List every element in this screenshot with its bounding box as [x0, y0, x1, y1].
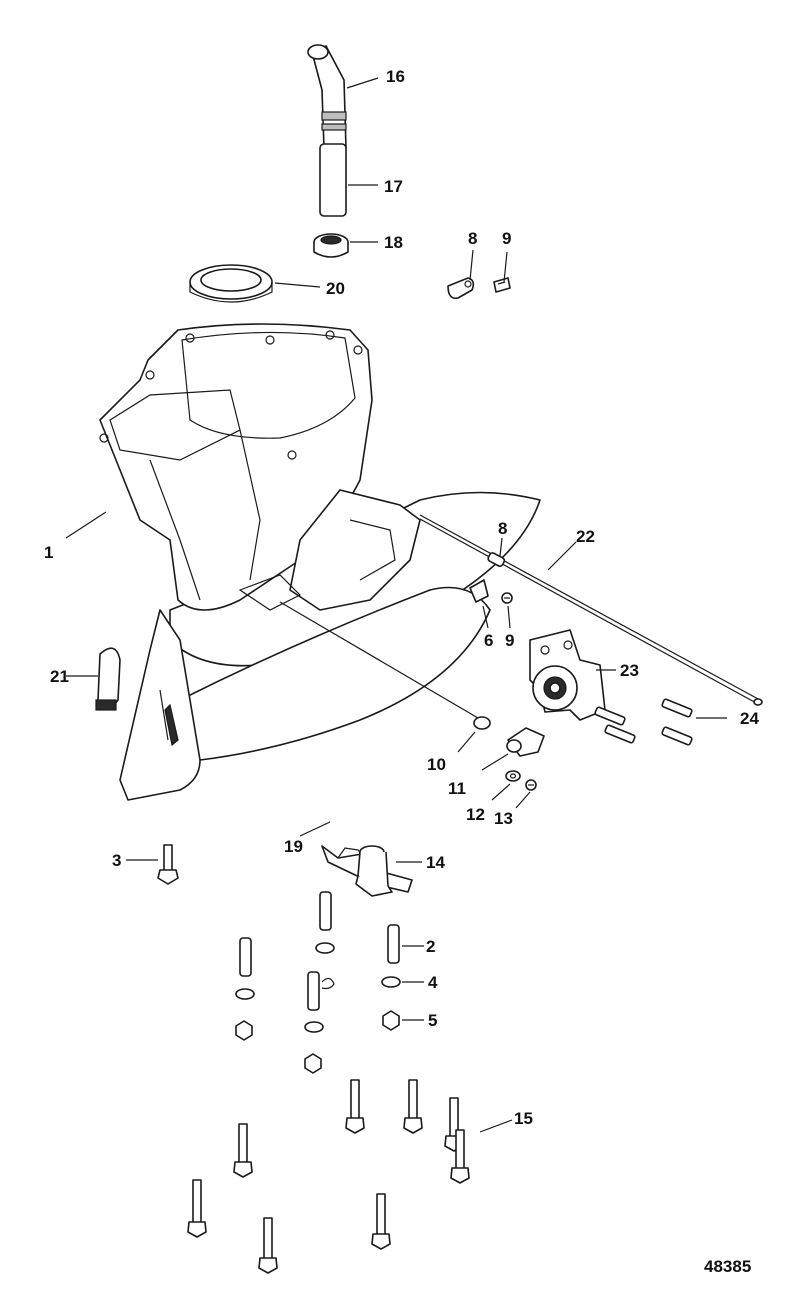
callout-23: 23 [620, 661, 639, 680]
callout-18: 18 [384, 233, 403, 252]
callout-1: 1 [44, 543, 53, 562]
callout-13: 13 [494, 809, 513, 828]
part-grommet [313, 233, 349, 258]
part-washer [235, 942, 401, 1033]
part-stud [239, 891, 400, 1011]
callout-24: 24 [740, 709, 759, 728]
part-elbow-fitting [506, 727, 545, 757]
part-seal-ring [189, 264, 273, 303]
callout-8: 8 [498, 519, 507, 538]
part-clip-lower [469, 579, 489, 603]
callout-15: 15 [514, 1109, 533, 1128]
part-dipstick-tube-upper [307, 44, 347, 149]
callout-19: 19 [284, 837, 303, 856]
callout-2: 2 [426, 937, 435, 956]
part-lower-mount [529, 629, 606, 721]
callout-5: 5 [428, 1011, 437, 1030]
part-driveshaft-housing [99, 323, 541, 801]
callout-4: 4 [428, 973, 438, 992]
callout-11: 11 [448, 779, 466, 798]
part-screw-small-lower [501, 592, 513, 604]
diagram-reference-number: 48385 [704, 1257, 751, 1276]
callout-22: 22 [576, 527, 595, 546]
callout-12: 12 [466, 805, 485, 824]
part-mount-bolt [594, 698, 693, 746]
callout-9-top: 9 [502, 229, 511, 248]
part-nut [235, 1010, 400, 1074]
callout-6: 6 [484, 631, 493, 650]
part-bolt-3 [157, 844, 179, 885]
callout-7: 8 [468, 229, 477, 248]
part-washer-small [505, 770, 521, 782]
callout-20: 20 [326, 279, 345, 298]
part-stud-clip [321, 977, 335, 990]
part-clip [447, 277, 475, 300]
part-anode [95, 647, 121, 711]
callout-17: 17 [384, 177, 403, 196]
part-cup-fitting [355, 845, 393, 897]
part-screw-13 [525, 779, 537, 791]
part-o-ring [473, 716, 491, 730]
callout-21: 21 [50, 667, 69, 686]
callout-16: 16 [386, 67, 405, 86]
callout-10: 10 [427, 755, 446, 774]
part-long-bolt [187, 1079, 470, 1274]
callout-3: 3 [112, 851, 121, 870]
part-dipstick-tube-lower [319, 143, 347, 217]
callout-14: 14 [426, 853, 445, 872]
part-screw-small-top [493, 277, 511, 293]
part-shift-rod [419, 514, 763, 706]
part-fitting [487, 552, 506, 568]
leader-lines [65, 77, 727, 1133]
callout-9-lower: 9 [505, 631, 514, 650]
